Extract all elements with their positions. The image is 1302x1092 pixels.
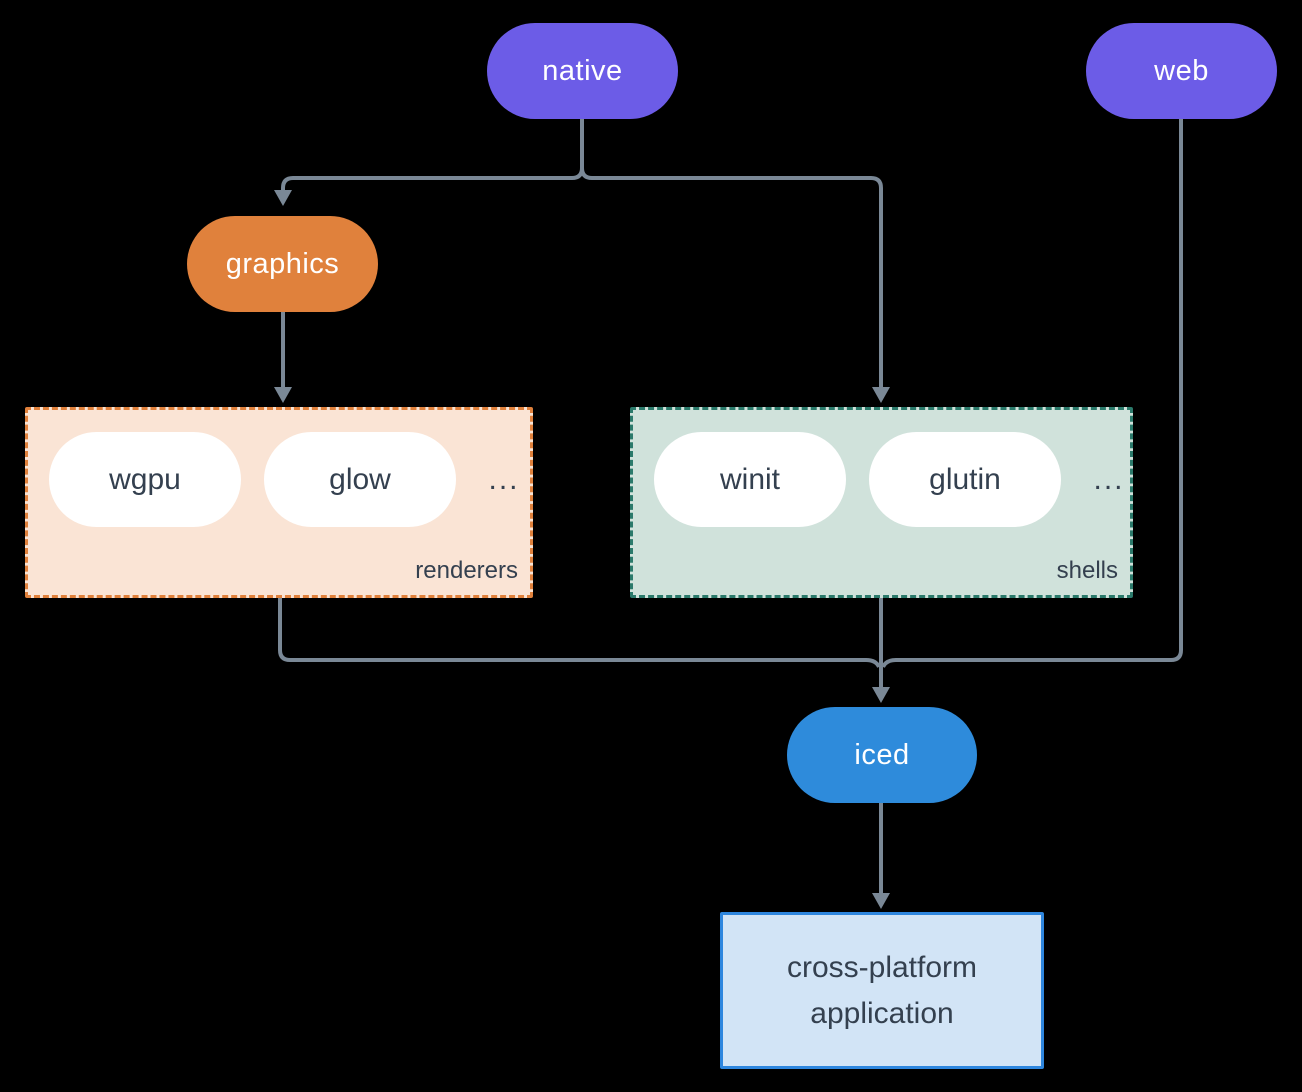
shells-group-label: shells: [1056, 557, 1118, 584]
edge-native-graphics: [281, 119, 584, 190]
application-label-line1: cross-platform: [786, 950, 978, 984]
node-iced: iced: [787, 707, 977, 803]
pill-wgpu-label: wgpu: [109, 462, 181, 496]
node-native-label: native: [542, 54, 623, 87]
application-label-line2: application: [810, 996, 954, 1030]
arrow-into-application-icon: [872, 893, 890, 909]
pill-glutin: glutin: [869, 432, 1061, 527]
node-graphics-label: graphics: [225, 247, 340, 280]
node-iced-label: iced: [854, 738, 910, 771]
arrow-into-shells-icon: [872, 387, 890, 403]
node-graphics: graphics: [187, 216, 378, 312]
edge-native-shells: [580, 119, 883, 387]
renderers-ellipsis: ...: [488, 462, 520, 496]
node-web-label: web: [1154, 54, 1209, 87]
node-cross-platform-application: cross-platform application: [720, 912, 1044, 1069]
edge-web-iced: [881, 119, 1183, 668]
pill-winit-label: winit: [719, 462, 780, 496]
group-shells: winit glutin ... shells: [630, 407, 1133, 598]
pill-glutin-label: glutin: [929, 462, 1001, 496]
arrow-into-iced-icon: [872, 687, 890, 703]
group-renderers: wgpu glow ... renderers: [25, 407, 533, 598]
pill-winit: winit: [654, 432, 846, 527]
node-web: web: [1086, 23, 1277, 119]
arrow-into-renderers-icon: [274, 387, 292, 403]
pill-wgpu: wgpu: [49, 432, 241, 527]
pill-glow: glow: [264, 432, 456, 527]
arrow-into-graphics-icon: [274, 190, 292, 206]
shells-ellipsis: ...: [1093, 462, 1125, 496]
node-native: native: [487, 23, 678, 119]
renderers-group-label: renderers: [415, 557, 518, 584]
pill-glow-label: glow: [329, 462, 391, 496]
edge-renderers-iced: [278, 598, 881, 668]
